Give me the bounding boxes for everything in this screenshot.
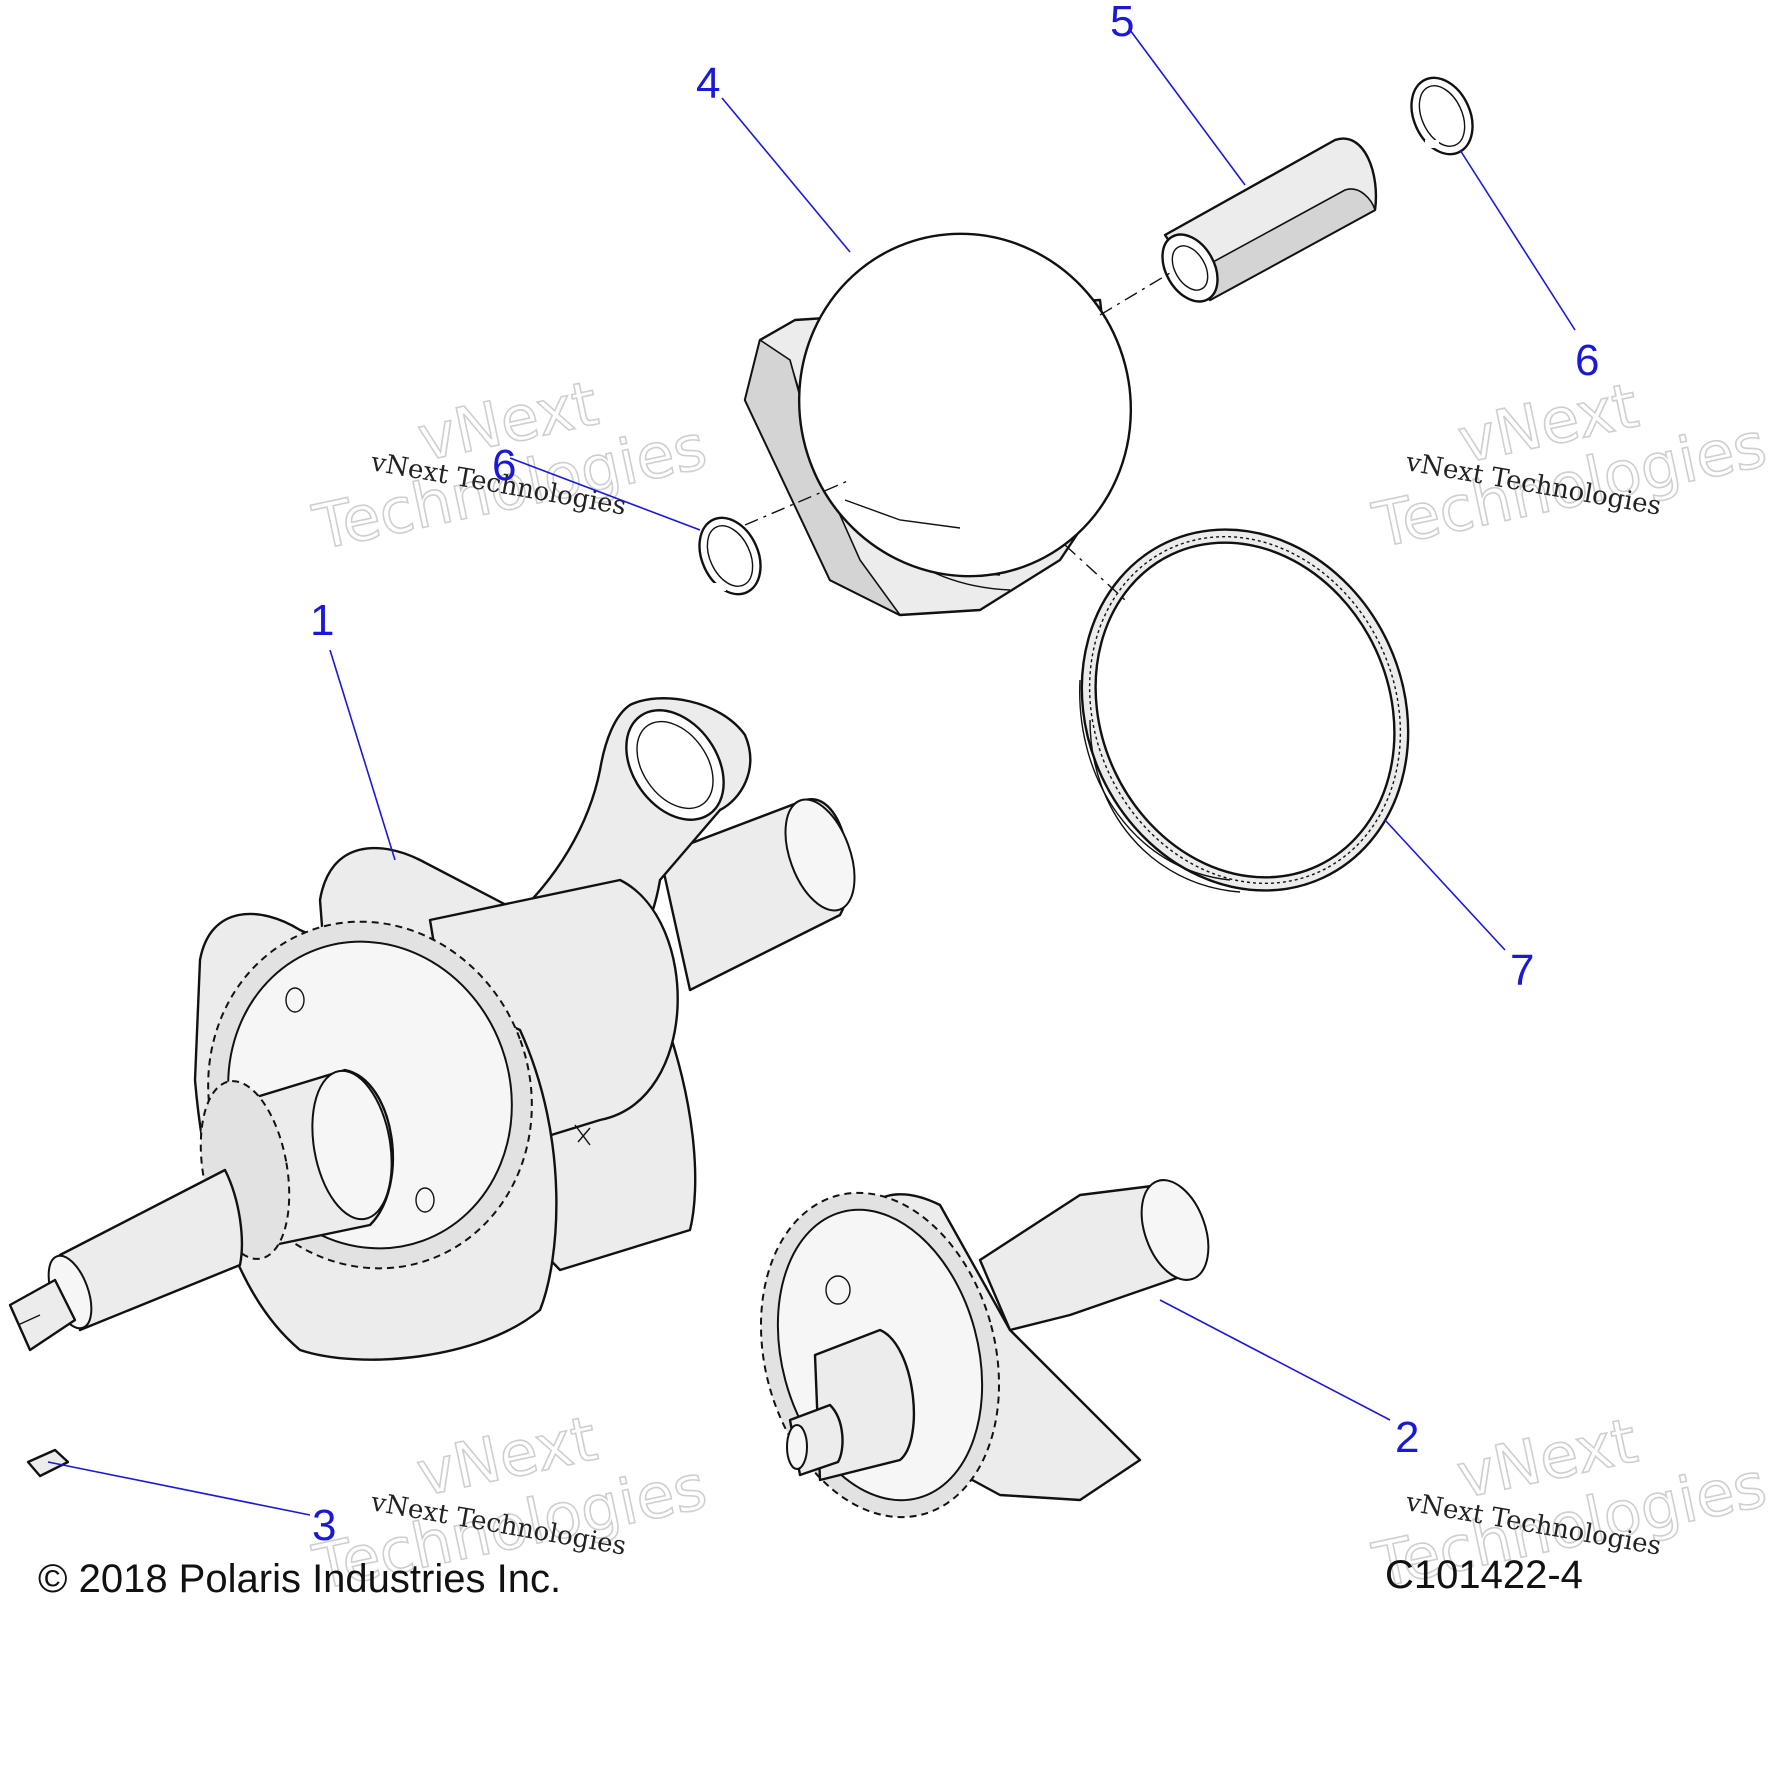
axis-pin-right: [1099, 269, 1176, 316]
leader-2: [1159, 1299, 1391, 1421]
callout-6-left: 6: [492, 441, 516, 490]
piston: [743, 232, 1133, 617]
balance-shaft: [759, 1179, 1210, 1519]
callout-4: 4: [696, 59, 720, 108]
axis-pin: [744, 479, 851, 526]
leader-3: [47, 1461, 311, 1516]
drawing-code: C101422-4: [1385, 1553, 1583, 1597]
callout-7: 7: [1510, 946, 1534, 995]
circlip-right: [1410, 76, 1474, 156]
leader-5: [1129, 29, 1246, 186]
callout-1: 1: [310, 596, 334, 645]
copyright-text: © 2018 Polaris Industries Inc.: [38, 1557, 561, 1601]
callout-5: 5: [1110, 0, 1134, 46]
woodruff-key: [26, 1448, 70, 1478]
callout-6-right: 6: [1575, 336, 1599, 385]
piston-pin: [1161, 137, 1378, 303]
circlip-left: [698, 516, 762, 596]
leader-6-right: [1459, 149, 1576, 331]
leader-4: [721, 97, 851, 253]
callout-3: 3: [312, 1501, 336, 1550]
callout-2: 2: [1395, 1413, 1419, 1462]
leader-7: [1384, 819, 1506, 951]
leader-1: [329, 649, 396, 861]
crankshaft-assembly: [8, 697, 856, 1361]
axis-ring: [1064, 544, 1126, 601]
leader-6-left: [509, 457, 701, 531]
piston-ring-set: [1079, 528, 1410, 893]
